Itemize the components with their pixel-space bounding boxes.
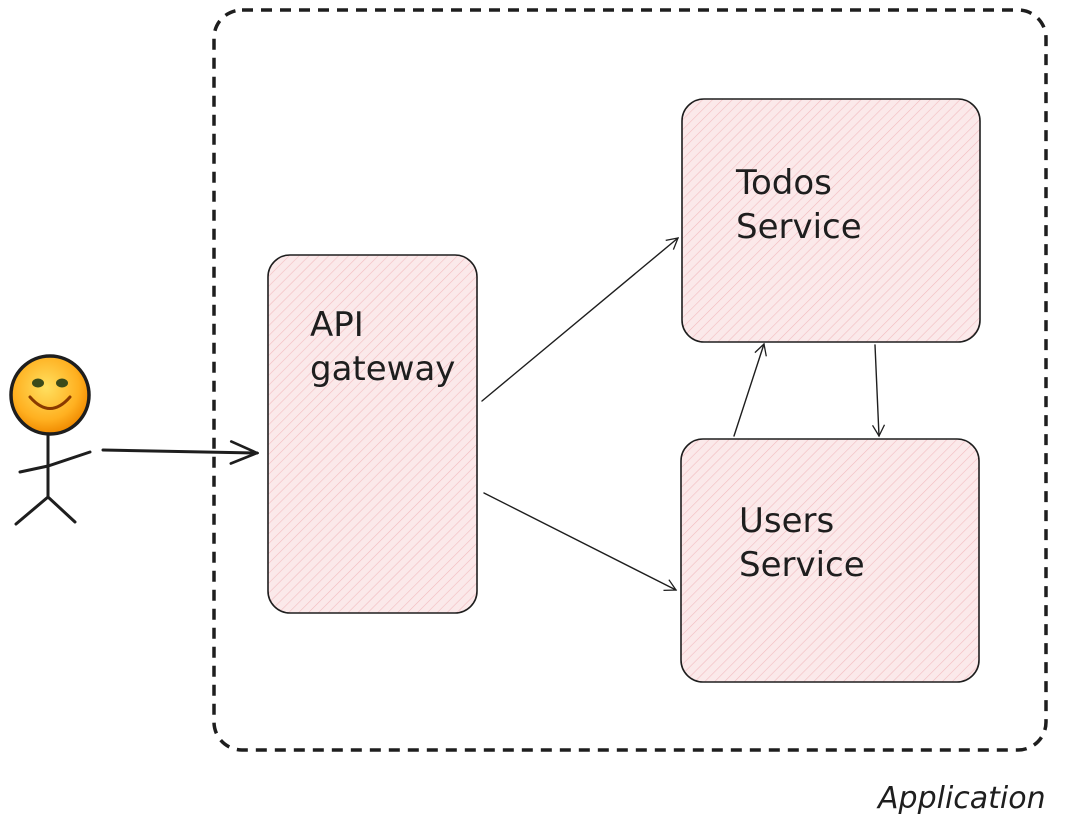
node-todos-service[interactable]: Todos Service: [681, 98, 981, 343]
arrow-gateway-to-todos: [481, 237, 680, 402]
node-users-service[interactable]: Users Service: [680, 438, 980, 683]
api-gateway-label-line1: API: [310, 305, 364, 345]
smiley-face-icon: [9, 354, 91, 436]
user-actor: [9, 354, 92, 526]
right-eye-icon: [56, 378, 68, 388]
left-eye-icon: [32, 378, 44, 388]
todos-service-box[interactable]: [681, 98, 981, 343]
smile-icon: [28, 395, 72, 410]
users-service-label-line2: Service: [739, 545, 865, 585]
users-service-box[interactable]: [680, 438, 980, 683]
api-gateway-label-line2: gateway: [310, 349, 455, 389]
actor-arms: [18, 450, 92, 474]
users-service-label-line1: Users: [739, 501, 834, 541]
api-gateway-box[interactable]: [267, 254, 478, 614]
application-label: Application: [876, 781, 1046, 816]
node-api-gateway[interactable]: API gateway: [267, 254, 478, 614]
arrow-users-to-todos: [733, 342, 767, 437]
actor-legs: [14, 494, 77, 526]
application-boundary-box: [212, 8, 1048, 752]
todos-service-label-line1: Todos: [735, 163, 832, 203]
smiley-stick-figure-icon: [9, 354, 92, 526]
arrow-todos-to-users: [871, 344, 886, 438]
todos-service-label-line2: Service: [736, 207, 862, 247]
application-boundary: [212, 8, 1048, 752]
arrow-user-to-gateway: [101, 450, 257, 453]
arrow-gateway-to-users: [483, 492, 678, 592]
